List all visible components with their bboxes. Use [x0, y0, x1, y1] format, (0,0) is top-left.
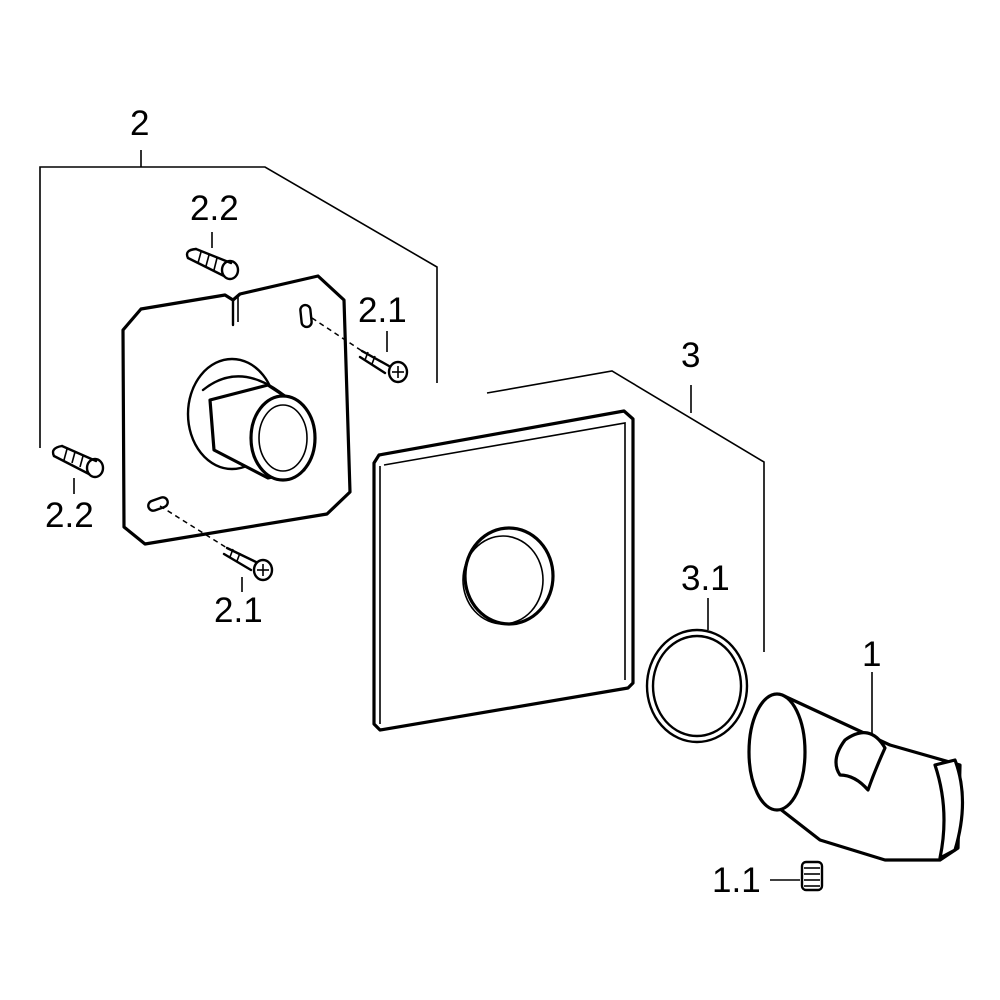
wall-plate — [121, 274, 352, 546]
bracket-assembly-2 — [39, 150, 438, 448]
label-screw-right: 2.1 — [358, 291, 407, 330]
bracket-assembly-3 — [486, 370, 765, 652]
label-anchor-top: 2.2 — [190, 189, 239, 228]
screw-right — [311, 317, 409, 384]
wall-anchor-top — [185, 247, 240, 281]
wall-anchor-left — [51, 444, 105, 479]
o-ring — [645, 628, 749, 744]
cover-plate — [372, 409, 635, 732]
label-anchor-left: 2.2 — [45, 496, 94, 535]
grub-screw — [800, 860, 824, 892]
shower-holder — [747, 692, 965, 862]
label-ring: 3.1 — [681, 559, 730, 598]
label-assembly-2: 2 — [130, 104, 149, 143]
label-holder: 1 — [862, 635, 881, 674]
label-assembly-3: 3 — [681, 336, 700, 375]
label-screw-bottom: 2.1 — [214, 591, 263, 630]
label-grub-screw: 1.1 — [712, 861, 761, 900]
screw-bottom — [159, 505, 274, 582]
